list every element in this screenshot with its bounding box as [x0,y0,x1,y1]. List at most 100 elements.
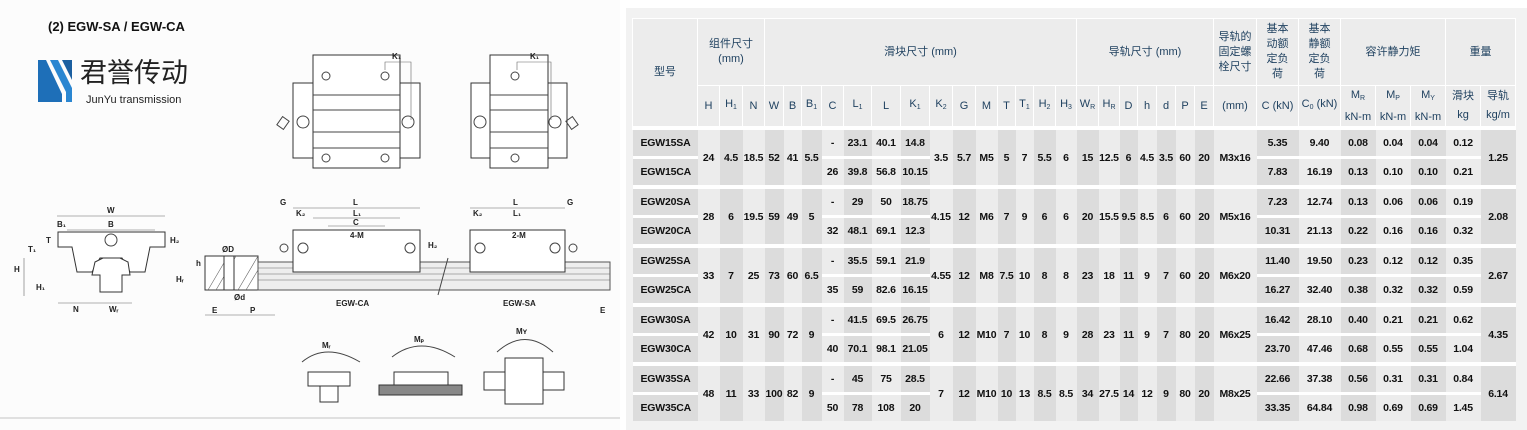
header-assembly-label: 组件尺寸 [709,38,753,50]
column-label: C [828,99,837,112]
column-label: H [1038,98,1047,110]
cell-p: 60 [1175,244,1195,305]
column-header-h1: H1 [719,85,743,129]
cell-k1: 20 [900,392,930,421]
column-header-c0: C0 (kN) [1298,85,1341,129]
cell-p: 60 [1175,126,1195,187]
column-label-line: L [872,99,900,114]
cell-c: - [821,303,844,335]
column-subscript: P [1395,94,1400,102]
cell-my: 0.32 [1410,274,1446,305]
cell-c0: 47.46 [1298,333,1341,364]
cell-t1: 10 [1015,303,1034,364]
cell-l: 69.1 [871,215,901,246]
label-l1: L₁ [513,209,522,218]
column-header-b1: B1 [801,85,822,129]
label-l: L [353,198,358,207]
cell-c0: 28.10 [1298,303,1341,335]
column-label: K [935,98,943,110]
column-label: h [1143,99,1151,112]
cell-g: 12 [952,185,976,246]
column-label: N [749,99,758,112]
column-label-line: h [1138,99,1156,114]
model-cell: EGW20SA [632,185,698,217]
column-label: T [1019,98,1026,110]
cell-w: 100 [764,362,784,421]
cell-b1: 5.5 [801,126,822,187]
cell-bolt: M6x25 [1213,303,1257,364]
cell-e: 20 [1194,362,1214,421]
column-suffix: (kN) [1313,98,1338,110]
cell-l: 50 [871,185,901,217]
cell-rail: 4.35 [1480,303,1516,364]
cell-bolt: M6x20 [1213,244,1257,305]
column-header-k1: K1 [900,85,930,129]
column-label-line: 导轨 [1481,89,1515,104]
cell-t: 5 [997,126,1016,187]
cell-c0: 32.40 [1298,274,1341,305]
cell-my: 0.31 [1410,362,1446,394]
cell-d: 11 [1119,244,1138,305]
cell-h3: 6 [1055,185,1077,246]
spec-table-panel: 型号组件尺寸(mm)滑块尺寸 (mm)导轨尺寸 (mm)导轨的固定螺栓尺寸基本动… [626,8,1527,430]
cell-d: 9 [1156,362,1176,421]
column-label: H [725,98,734,110]
cell-l: 108 [871,392,901,421]
cell-cd: 23.70 [1256,333,1299,364]
column-label: W [768,99,780,112]
cell-l1: 48.1 [843,215,872,246]
column-label-line: H2 [1034,97,1055,115]
cell-mr: 0.98 [1340,392,1376,421]
cell-h3: 8.5 [1055,362,1077,421]
column-label: M [981,99,992,112]
cell-k1: 21.05 [900,333,930,364]
column-label-line: P [1176,99,1194,114]
cell-cd: 7.83 [1256,156,1299,187]
cell-k1: 14.8 [900,126,930,158]
cell-l: 40.1 [871,126,901,158]
column-subscript: R [1360,94,1366,102]
column-subscript: 2 [1046,104,1051,111]
column-header-wr: WR [1076,85,1099,129]
cell-b: 60 [783,244,802,305]
cell-l1: 78 [843,392,872,421]
cell-blk: 0.21 [1445,156,1481,187]
cell-k2: 4.55 [929,244,953,305]
cell-mr: 0.22 [1340,215,1376,246]
cell-c: 26 [821,156,844,187]
cell-d: 7 [1156,244,1176,305]
header-assembly: 组件尺寸(mm) [697,18,765,86]
cell-l1: 41.5 [843,303,872,335]
column-label: L [852,98,859,110]
spec-table: 型号组件尺寸(mm)滑块尺寸 (mm)导轨尺寸 (mm)导轨的固定螺栓尺寸基本动… [632,18,1517,421]
cell-cd: 33.35 [1256,392,1299,421]
cell-n: 33 [742,362,765,421]
label-egw-ca: EGW-CA [336,299,369,308]
column-unit: kg/m [1486,109,1510,121]
cell-b: 82 [783,362,802,421]
column-label: H [704,99,713,112]
column-label: C [1301,98,1310,110]
label-g: G [280,198,286,207]
column-label-line: MR [1341,88,1375,106]
cell-d: 3.5 [1156,126,1176,187]
label-k2: K₂ [296,209,306,218]
column-label-line: WR [1077,97,1098,115]
cell-cd: 16.27 [1256,274,1299,305]
cell-h2: 5.5 [1033,126,1056,187]
cell-blk: 0.32 [1445,215,1481,246]
cell-cd: 5.35 [1256,126,1299,158]
cell-mp: 0.55 [1375,333,1411,364]
column-label-line: C (kN) [1257,99,1298,114]
cell-w: 52 [764,126,784,187]
column-subscript: 0 [1309,104,1314,111]
cell-h: 42 [697,303,720,364]
cell-h: 9 [1137,244,1157,305]
cell-g: 12 [952,362,976,421]
header-dynamic-load: 基本动额定负荷 [1256,18,1299,86]
cell-t: 7.5 [997,244,1016,305]
header-rail-dimensions: 导轨尺寸 (mm) [1076,18,1214,86]
